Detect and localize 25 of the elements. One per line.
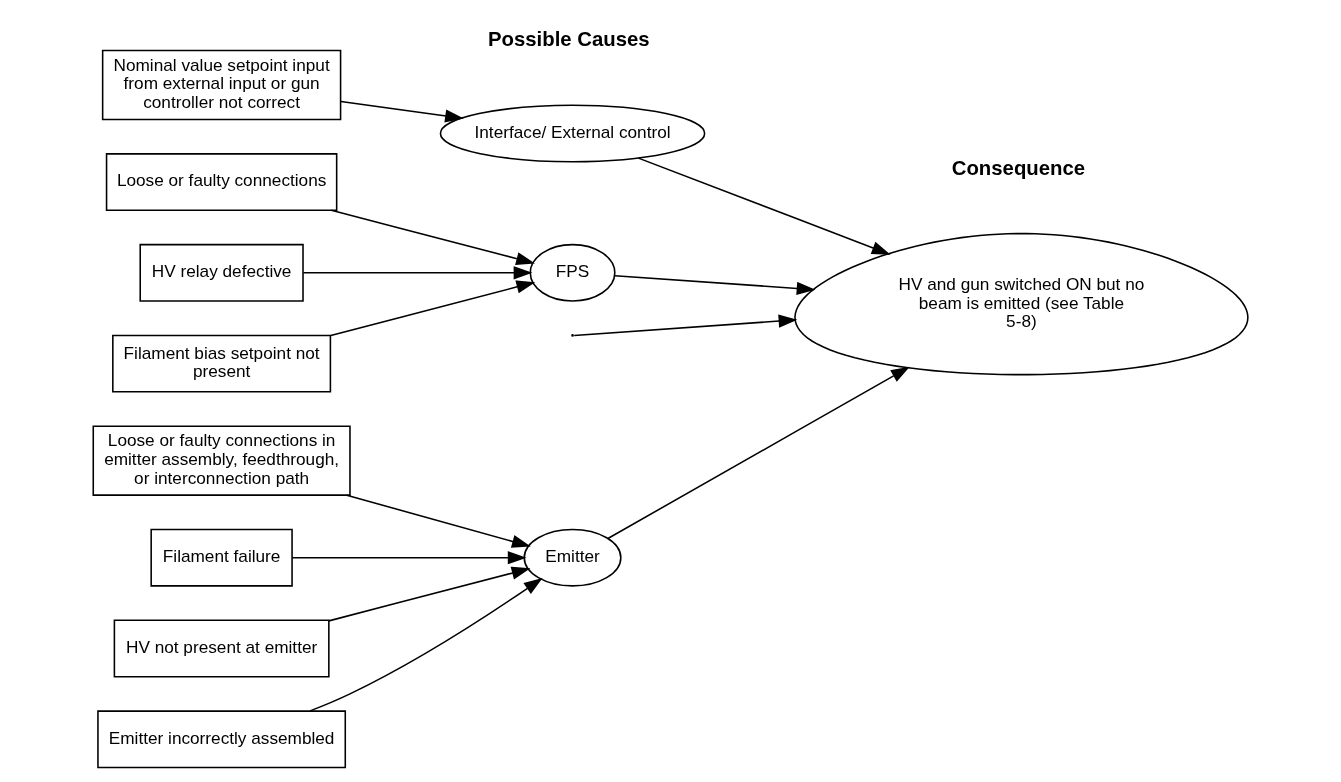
node-box: HV not present at emitter	[113, 619, 330, 678]
node-box: Loose or faulty connections	[105, 153, 338, 211]
node-box: Emitter incorrectly assembled	[97, 710, 347, 769]
node-ellipse: Emitter	[523, 528, 622, 587]
node-box: Filament failure	[150, 528, 293, 587]
label: Consequence	[951, 156, 1086, 179]
label: Possible Causes	[488, 28, 650, 51]
arrow	[340, 100, 464, 123]
arrow	[607, 366, 910, 539]
node-box: Filament bias setpoint not present	[112, 334, 332, 393]
arrow	[309, 577, 543, 712]
arrow	[330, 209, 535, 266]
node-box: HV relay defective	[139, 243, 304, 302]
arrow	[573, 314, 798, 337]
node-ellipse: FPS	[529, 243, 616, 302]
node-box: Nominal value setpoint input from external input or gun controller not correct	[101, 49, 342, 121]
arrow	[330, 280, 536, 337]
node-box: Loose or faulty connections in emitter assembly, feedthrough, or interconnection path	[92, 425, 351, 496]
arrow	[637, 157, 891, 255]
node-ellipse: Interface/ External control	[439, 104, 706, 163]
arrow	[302, 266, 533, 280]
arrow	[291, 551, 527, 565]
arrow	[346, 494, 531, 548]
arrow	[614, 274, 816, 295]
arrow	[328, 566, 531, 622]
